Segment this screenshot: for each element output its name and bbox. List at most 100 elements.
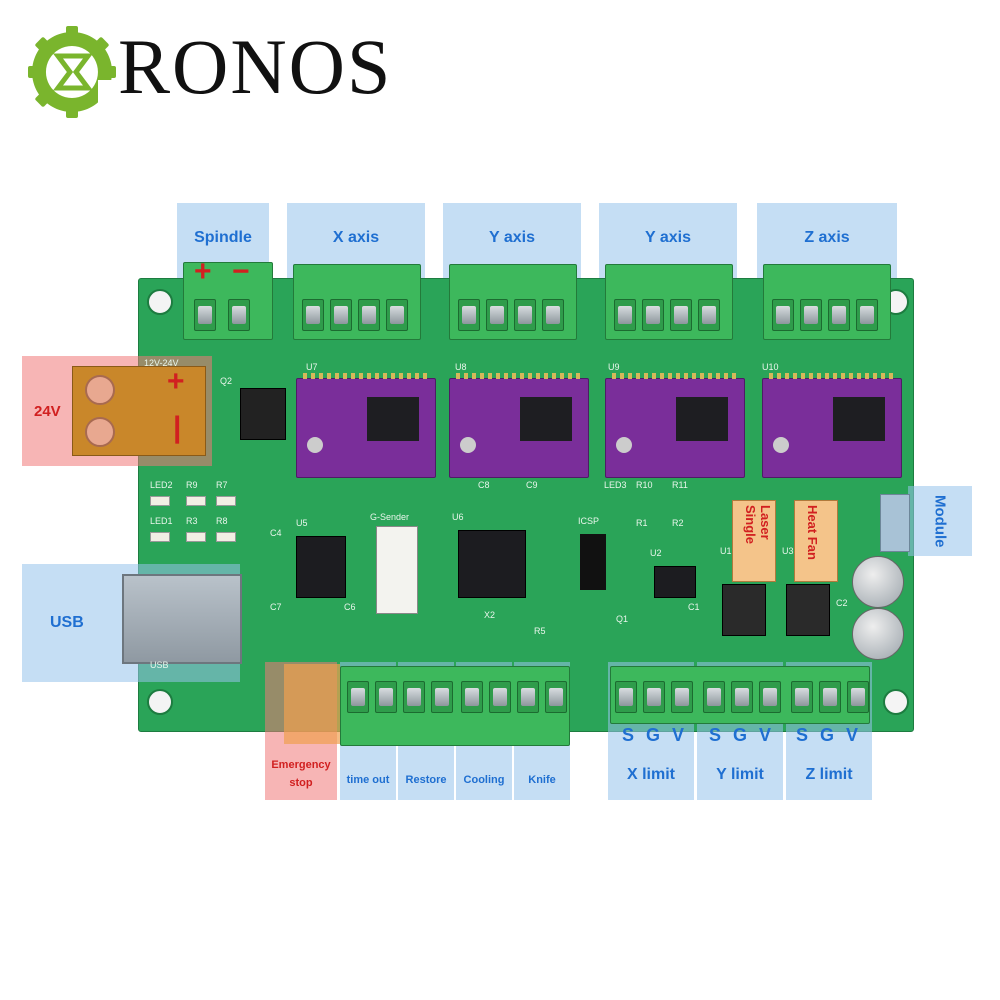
x-limit-v: V [672,725,685,745]
screw [642,299,664,331]
silk-r11: R11 [672,480,688,490]
silk-led1: LED1 [150,516,173,526]
z-limit-g: G [820,725,835,745]
label-module: Module [908,486,972,556]
screw [772,299,794,331]
screw [489,681,511,713]
label-knife-text: Knife [528,774,556,786]
screw [828,299,850,331]
io-terminal [340,666,570,746]
potentiometer [616,437,632,453]
screw [698,299,720,331]
x-limit-g: G [646,725,661,745]
screw [791,681,813,713]
regulator-u3 [786,584,830,636]
screw [545,681,567,713]
silk-usb: USB [150,660,169,670]
x-axis-terminal [293,264,421,340]
silk-r8: R8 [216,516,228,526]
silk-u10: U10 [762,362,779,372]
power-terminal: + | [72,365,206,456]
silk-u6: U6 [452,512,464,522]
silk-u1: U1 [720,546,732,556]
mounting-hole [147,289,173,315]
screw [800,299,822,331]
silk-r2: R2 [672,518,684,528]
label-restore-text: Restore [405,774,447,786]
y-axis-1-terminal [449,264,577,340]
screw [358,299,380,331]
silk-u5: U5 [296,518,308,528]
silk-c1: C1 [688,602,700,612]
screw [375,681,397,713]
silk-c2: C2 [836,598,848,608]
silk-led3: LED3 [604,480,627,490]
label-emergency-text-1: Emergency [271,759,331,771]
screw [542,299,564,331]
screw [759,681,781,713]
silk-icsp: ICSP [578,516,600,526]
smd-r7 [216,496,236,506]
label-y-axis-2-text: Y axis [645,229,691,246]
screw [403,681,425,713]
label-cooling-text: Cooling [463,774,505,786]
mounting-hole [883,689,909,715]
stepper-driver-u10 [762,373,902,478]
screw [514,299,536,331]
silk-r10: R10 [636,480,653,490]
smd-r8 [216,532,236,542]
smd-r3 [186,532,206,542]
potentiometer [773,437,789,453]
silk-x2: X2 [484,610,496,620]
module-header [880,494,910,552]
silk-r1: R1 [636,518,648,528]
potentiometer [307,437,323,453]
silk-g-sender: G-Sender [370,512,410,522]
label-time-out-text: time out [346,774,390,786]
screw [486,299,508,331]
screw [671,681,693,713]
silk-c4: C4 [270,528,282,538]
silk-c8: C8 [478,480,490,490]
screw [670,299,692,331]
smd-r9 [186,496,206,506]
capacitor-bottom [852,608,904,660]
screw [615,681,637,713]
screw [347,681,369,713]
usb-port [122,574,242,664]
capacitor-top [852,556,904,608]
screw [431,681,453,713]
silk-c7: C7 [270,602,282,612]
screw [847,681,869,713]
label-z-axis-text: Z axis [804,229,850,246]
label-emergency-text-2: stop [289,777,313,789]
screw [517,681,539,713]
stepper-driver-u7 [296,373,436,478]
plus-icon: + [167,365,185,398]
label-x-axis-text: X axis [332,229,380,246]
mounting-hole [147,689,173,715]
smd-led2 [150,496,170,506]
label-24v-text: 24V [34,402,61,420]
pcb-board [138,278,914,732]
label-module-text: Module [931,494,949,548]
minus-icon: − [232,255,250,288]
label-laser-single: Laser Single [743,505,773,545]
silk-r7: R7 [216,480,228,490]
spindle-terminal: + − [183,255,273,340]
screw [302,299,324,331]
label-y-limit-text: Y limit [716,766,764,783]
screw [731,681,753,713]
laser-single-connector: Laser Single [732,500,776,582]
label-spindle-text: Spindle [194,229,252,246]
y-limit-v: V [759,725,772,745]
chip-u2 [654,566,696,598]
silk-u3: U3 [782,546,794,556]
heat-fan-connector: Heat Fan [794,500,838,582]
g-sender-connector [376,526,418,614]
silk-u8: U8 [455,362,467,372]
screw [614,299,636,331]
silk-r9: R9 [186,480,198,490]
minus-icon: | [173,411,182,444]
icsp-header [580,534,606,590]
